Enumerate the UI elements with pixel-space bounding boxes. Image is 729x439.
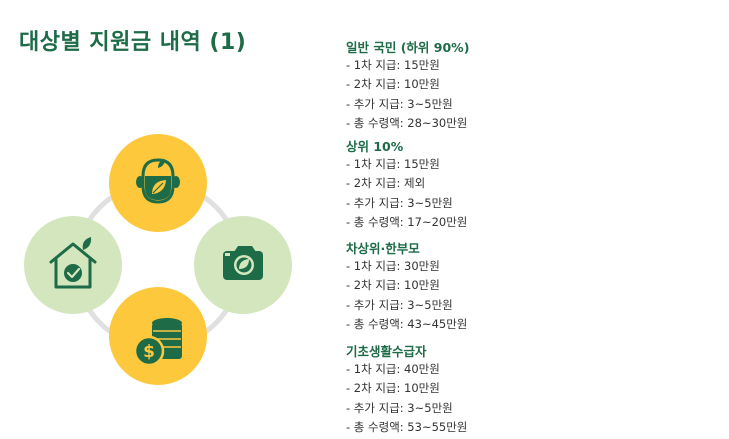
section-item: - 총 수령액: 28~30만원: [346, 115, 468, 130]
section-top10: 상위 10% - 1차 지급: 15만원 - 2차 지급: 제외 - 추가 지급…: [346, 138, 467, 232]
section-heading: 차상위·한부모: [346, 241, 420, 256]
section-item: - 추가 지급: 3~5만원: [346, 195, 453, 210]
section-item: - 2차 지급: 10만원: [346, 278, 440, 293]
section-item: - 1차 지급: 30만원: [346, 259, 440, 273]
top-circle: [109, 134, 207, 232]
section-item: - 2차 지급: 10만원: [346, 77, 440, 92]
section-item: - 추가 지급: 3~5만원: [346, 96, 453, 111]
section-item: - 추가 지급: 3~5만원: [346, 297, 453, 312]
section-item: - 추가 지급: 3~5만원: [346, 400, 453, 415]
svg-text:$: $: [143, 342, 155, 362]
section-near-poverty: 차상위·한부모 - 1차 지급: 30만원 - 2차 지급: 10만원 - 추가…: [346, 240, 467, 334]
house-check-icon: [49, 237, 97, 289]
camera-leaf-icon: [223, 246, 263, 280]
left-circle: [24, 216, 122, 314]
section-heading: 상위 10%: [346, 139, 404, 154]
section-item: - 2차 지급: 10만원: [346, 381, 440, 396]
section-item: - 2차 지급: 제외: [346, 176, 426, 191]
page-title: 대상별 지원금 내역 (1): [19, 30, 247, 55]
section-heading: 일반 국민 (하위 90%): [346, 40, 470, 55]
section-item: - 총 수령액: 17~20만원: [346, 214, 468, 229]
coin-stack-dollar-icon: $: [133, 318, 182, 367]
person-leaf-icon: [136, 158, 180, 204]
section-item: - 1차 지급: 40만원: [346, 362, 440, 376]
section-heading: 기초생활수급자: [346, 344, 427, 359]
section-item: - 1차 지급: 15만원: [346, 157, 440, 171]
section-item: - 총 수령액: 43~45만원: [346, 316, 468, 331]
section-basic-livelihood: 기초생활수급자 - 1차 지급: 40만원 - 2차 지급: 10만원 - 추가…: [346, 343, 467, 437]
section-general: 일반 국민 (하위 90%) - 1차 지급: 15만원 - 2차 지급: 10…: [346, 39, 469, 133]
section-item: - 총 수령액: 53~55만원: [346, 419, 468, 434]
bottom-circle: $: [109, 287, 207, 385]
right-circle: [194, 216, 292, 314]
section-item: - 1차 지급: 15만원: [346, 58, 440, 72]
